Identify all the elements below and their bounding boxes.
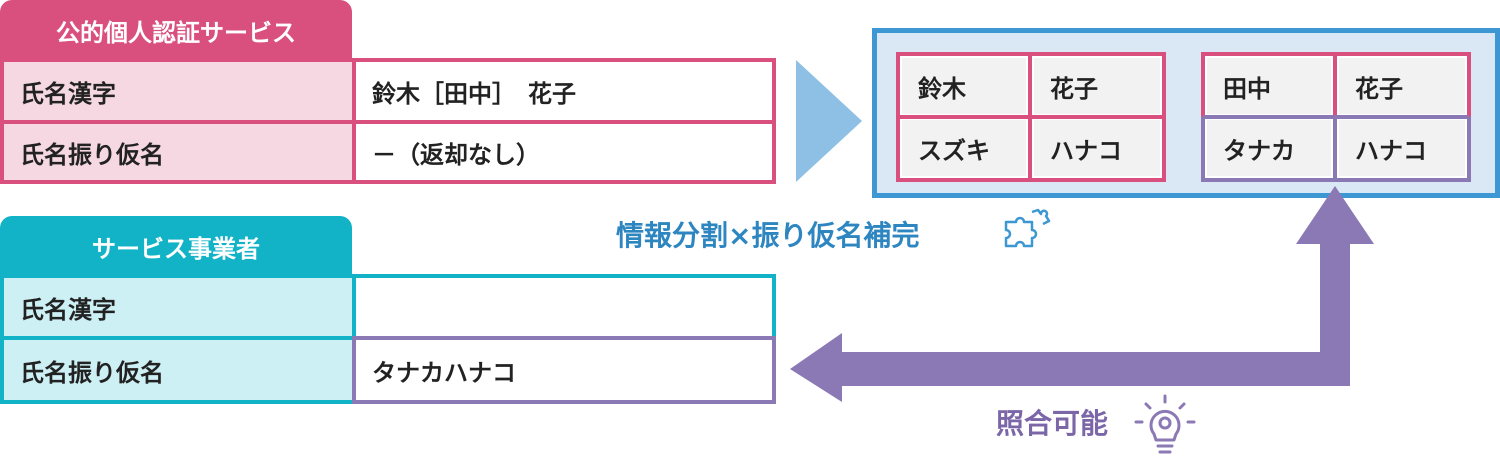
right-group-dividers xyxy=(1203,54,1469,180)
match-arrow xyxy=(790,186,1374,402)
left-group-given-kanji: 花子 xyxy=(1034,58,1160,114)
left-group-given-kana: ハナコ xyxy=(1034,120,1160,176)
puzzle-icon xyxy=(1004,208,1051,248)
public-auth-kana-label: 氏名振り仮名 xyxy=(0,120,356,184)
left-group-surname-kana: スズキ xyxy=(902,120,1026,176)
left-group-dividers xyxy=(898,54,1164,180)
right-group-given-kanji: 花子 xyxy=(1339,58,1465,114)
right-group-surname-kana: タナカ xyxy=(1207,120,1331,176)
split-caption: 情報分割×振り仮名補完 xyxy=(616,219,920,252)
service-provider-kanji-value xyxy=(352,274,776,340)
public-auth-kanji-label: 氏名漢字 xyxy=(0,58,356,124)
public-auth-title: 公的個人認証サービス xyxy=(0,0,352,60)
service-provider-kanji-label: 氏名漢字 xyxy=(0,274,356,340)
public-auth-kanji-value: 鈴木［田中］ 花子 xyxy=(352,58,776,124)
public-auth-kana-value: －（返却なし） xyxy=(352,120,776,184)
right-group-surname-kanji: 田中 xyxy=(1207,58,1331,114)
right-group-given-kana: ハナコ xyxy=(1339,120,1465,176)
service-provider-kana-label: 氏名振り仮名 xyxy=(0,336,356,404)
service-provider-title: サービス事業者 xyxy=(0,216,352,276)
right-arrow-icon xyxy=(796,60,862,182)
left-group-surname-kanji: 鈴木 xyxy=(902,58,1026,114)
service-provider-kana-value: タナカハナコ xyxy=(352,336,776,404)
match-caption: 照合可能 xyxy=(996,407,1109,440)
lightbulb-gear-icon xyxy=(1134,394,1196,454)
